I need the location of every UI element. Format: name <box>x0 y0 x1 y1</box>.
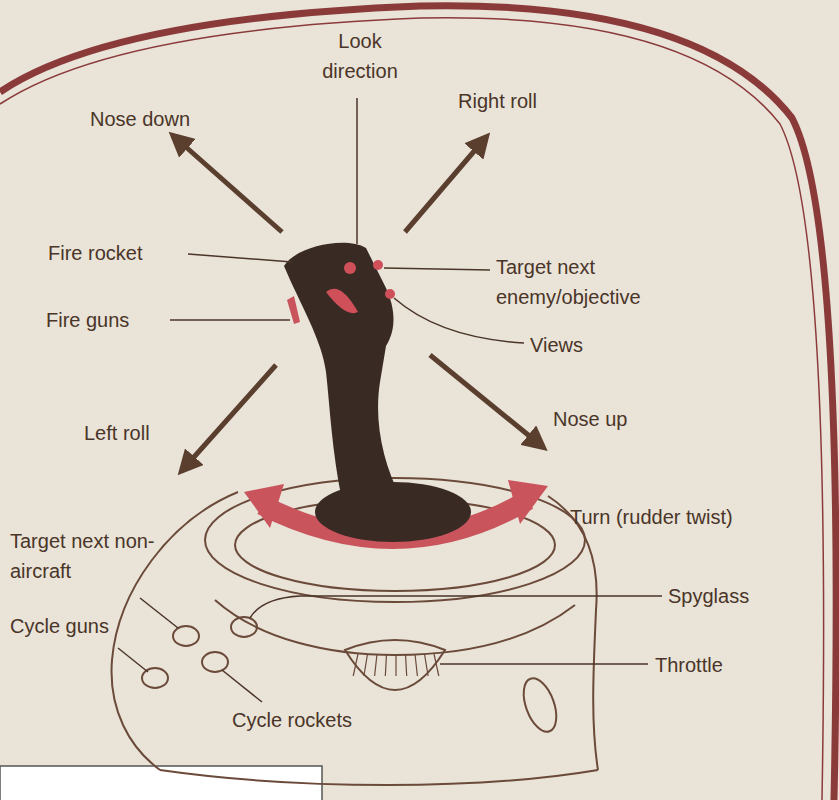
throttle-wheel <box>345 640 445 690</box>
callout-label: Turn (rudder twist) <box>570 502 733 532</box>
throttle-ticks <box>353 654 439 676</box>
views-button <box>385 289 395 299</box>
leader-non-aircraft <box>140 598 178 628</box>
throttle-tick <box>425 654 429 676</box>
nose-down-arrow <box>178 140 282 232</box>
callout-label: Right roll <box>458 86 537 116</box>
leader-spyglass <box>250 596 662 618</box>
callout-label: Left roll <box>84 418 150 448</box>
target-button <box>373 260 383 270</box>
throttle-tick <box>415 654 417 676</box>
callout-label: Target next enemy/objective <box>496 252 676 312</box>
trigger <box>326 289 358 313</box>
throttle-tick <box>434 654 439 676</box>
throttle-tick <box>375 654 377 676</box>
throttle-tick <box>385 654 386 676</box>
callout-label: Nose down <box>90 104 190 134</box>
callout-label: Look direction <box>305 26 415 86</box>
twist-head-left <box>244 484 284 528</box>
callout-label: Views <box>530 330 583 360</box>
leader-fire-rocket <box>188 254 292 262</box>
border-arc <box>0 6 836 800</box>
stick-grip <box>284 243 402 500</box>
callout-label: Cycle rockets <box>232 705 352 735</box>
nose-up-arrow <box>430 355 538 443</box>
throttle-tick <box>353 654 358 676</box>
leader-cycle-rockets <box>222 670 262 702</box>
callout-label: Cycle guns <box>10 611 109 641</box>
leader-look <box>356 98 358 244</box>
callout-label: Nose up <box>553 404 628 434</box>
callout-label: Fire guns <box>46 305 129 335</box>
callout-label: Fire rocket <box>48 238 142 268</box>
rocket-button <box>344 262 356 274</box>
left-roll-arrow <box>186 365 276 466</box>
callout-label: Target next non-aircraft <box>10 526 182 586</box>
non-aircraft-button <box>173 626 199 646</box>
leader-target <box>384 268 490 270</box>
callout-label: Spyglass <box>668 581 749 611</box>
base-front-edge <box>215 600 575 655</box>
leader-fire-guns <box>170 319 290 321</box>
leader-throttle <box>440 663 648 665</box>
throttle-tick <box>395 654 396 676</box>
spyglass-button <box>231 617 257 637</box>
leader-cycle-guns <box>118 648 148 672</box>
base-bottom-edge <box>160 770 598 785</box>
throttle-tick <box>364 654 368 676</box>
joystick-stick <box>284 243 471 542</box>
callout-label: Throttle <box>655 650 723 680</box>
border-arc-inner <box>0 18 824 800</box>
twist-head-right <box>508 480 548 524</box>
base-grip-hole <box>517 674 562 736</box>
joystick-base <box>112 478 598 785</box>
base-right-edge <box>548 496 598 770</box>
cycle-rockets-button <box>202 652 228 672</box>
throttle-tick <box>406 654 407 676</box>
leader-lines <box>118 98 662 702</box>
right-roll-arrow <box>405 142 482 232</box>
